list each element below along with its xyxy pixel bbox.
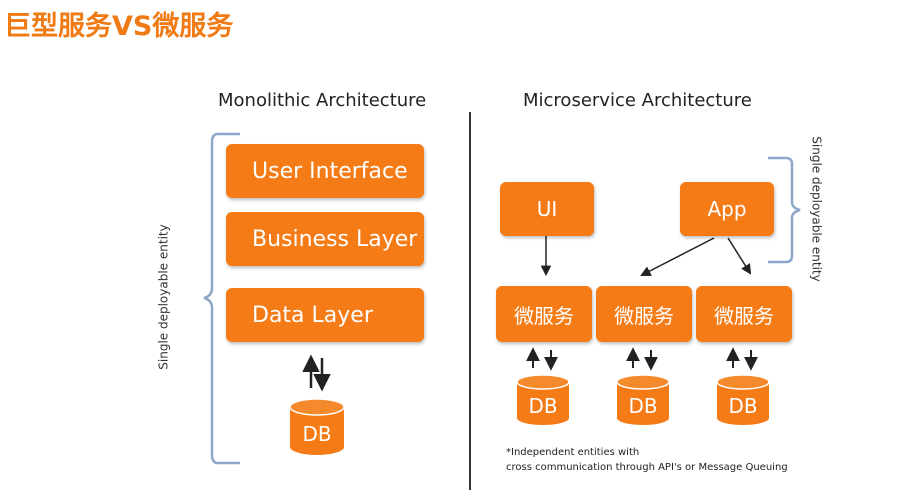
footnote-line-2: cross communication through API's or Mes… <box>506 462 788 473</box>
service3-db-arrows <box>726 347 758 371</box>
user-interface-layer: User Interface <box>226 144 424 198</box>
microservice-heading: Microservice Architecture <box>523 90 752 111</box>
db-label: DB <box>728 394 758 418</box>
microservice-bracket <box>768 156 801 264</box>
microservice-db-2: DB <box>616 374 670 426</box>
microservice-box-3: 微服务 <box>696 286 792 342</box>
ui-box: UI <box>500 182 594 236</box>
business-layer: Business Layer <box>226 212 424 266</box>
microservice-bracket-label: Single deployable entity <box>809 136 824 282</box>
db-label: DB <box>302 422 332 446</box>
monolithic-db: DB <box>289 398 345 456</box>
db-label: DB <box>528 394 558 418</box>
app-to-service3-arrow <box>727 237 752 275</box>
service1-db-arrows <box>526 347 558 371</box>
monolithic-bracket-label: Single deployable entity <box>156 224 171 370</box>
monolithic-bracket <box>203 132 240 465</box>
footnote-line-1: *Independent entities with <box>506 447 640 458</box>
microservice-box-1: 微服务 <box>496 286 592 342</box>
microservice-db-3: DB <box>716 374 770 426</box>
db-cylinder-icon <box>716 374 770 425</box>
monolithic-db-arrows <box>302 354 331 392</box>
db-cylinder-icon <box>616 374 670 425</box>
microservice-box-2: 微服务 <box>596 286 692 342</box>
db-cylinder-icon <box>289 398 345 455</box>
service2-db-arrows <box>626 347 658 371</box>
db-cylinder-icon <box>516 374 570 425</box>
slide-title: 巨型服务VS微服务 <box>4 11 234 42</box>
monolithic-heading: Monolithic Architecture <box>218 90 427 111</box>
data-layer: Data Layer <box>226 288 424 342</box>
microservice-db-1: DB <box>516 374 570 426</box>
app-box: App <box>680 182 774 236</box>
app-to-service2-arrow <box>640 237 715 276</box>
db-label: DB <box>628 394 658 418</box>
